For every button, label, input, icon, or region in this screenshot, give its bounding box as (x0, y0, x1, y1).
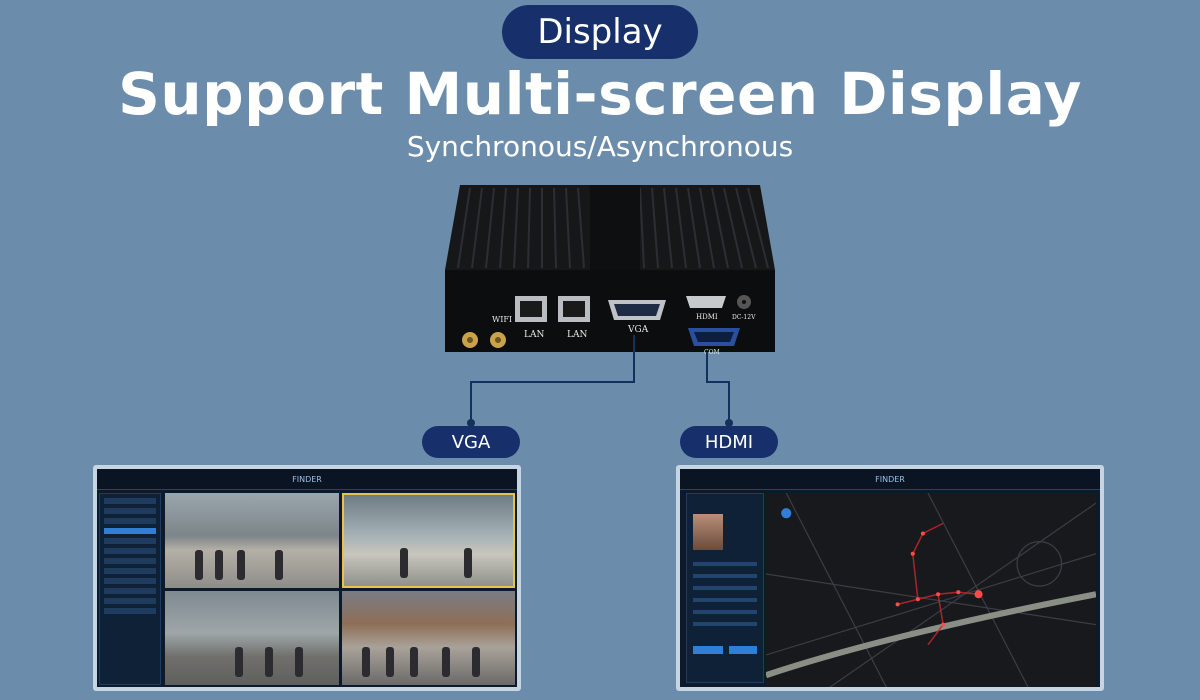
surveillance-screen: FINDER (97, 469, 517, 687)
wifi-label: WIFI (492, 315, 512, 324)
hdmi-output-tag: HDMI (680, 426, 778, 458)
hdmi-wire-down (706, 352, 708, 383)
tracking-map (766, 493, 1096, 687)
sidebar-row (104, 548, 156, 554)
face-thumbnail (693, 514, 723, 550)
hdmi-wire-to-tag (728, 381, 730, 421)
sidebar-row (104, 538, 156, 544)
sidebar-row (104, 608, 156, 614)
vga-wire-horizontal (470, 381, 635, 383)
sidebar-row (104, 558, 156, 564)
vga-wire-end (467, 419, 475, 427)
hdmi-wire-end (725, 419, 733, 427)
camera-feed (165, 493, 339, 588)
sidebar-row (104, 568, 156, 574)
hdmi-port-label: HDMI (696, 313, 718, 321)
camera-feed (341, 590, 515, 685)
mini-pc-image: WIFI LAN LAN VGA HDMI DC-12V COM (445, 185, 775, 356)
left-app-title: FINDER (97, 469, 517, 490)
sidebar-row-selected (104, 528, 156, 534)
hdmi-wire-horizontal (706, 381, 730, 383)
sidebar-row (104, 578, 156, 584)
vga-monitor: FINDER (93, 465, 521, 691)
right-app-title: FINDER (680, 469, 1100, 490)
sidebar-row (104, 588, 156, 594)
sidebar-row (104, 498, 156, 504)
page-title: Support Multi-screen Display (118, 60, 1082, 128)
dc-port-label: DC-12V (732, 314, 756, 321)
vga-wire-down (633, 335, 635, 383)
page-subtitle: Synchronous/Asynchronous (406, 130, 794, 163)
target-info-panel (686, 493, 764, 683)
panel-button (729, 646, 757, 654)
sidebar-row (104, 508, 156, 514)
camera-list-sidebar (99, 493, 161, 685)
camera-feed (165, 590, 339, 685)
vga-output-tag: VGA (422, 426, 520, 458)
lan1-label: LAN (524, 330, 544, 340)
panel-button (693, 646, 723, 654)
hdmi-monitor: FINDER (676, 465, 1104, 691)
lan2-label: LAN (567, 330, 587, 340)
map-tracking-screen: FINDER (680, 469, 1100, 687)
sidebar-row (104, 518, 156, 524)
vga-wire-to-tag (470, 381, 472, 421)
vga-port-label: VGA (627, 325, 649, 335)
display-badge: Display (502, 5, 698, 59)
camera-grid (165, 493, 515, 685)
com-port-label: COM (704, 349, 720, 356)
camera-feed-highlighted (341, 493, 515, 588)
sidebar-row (104, 598, 156, 604)
